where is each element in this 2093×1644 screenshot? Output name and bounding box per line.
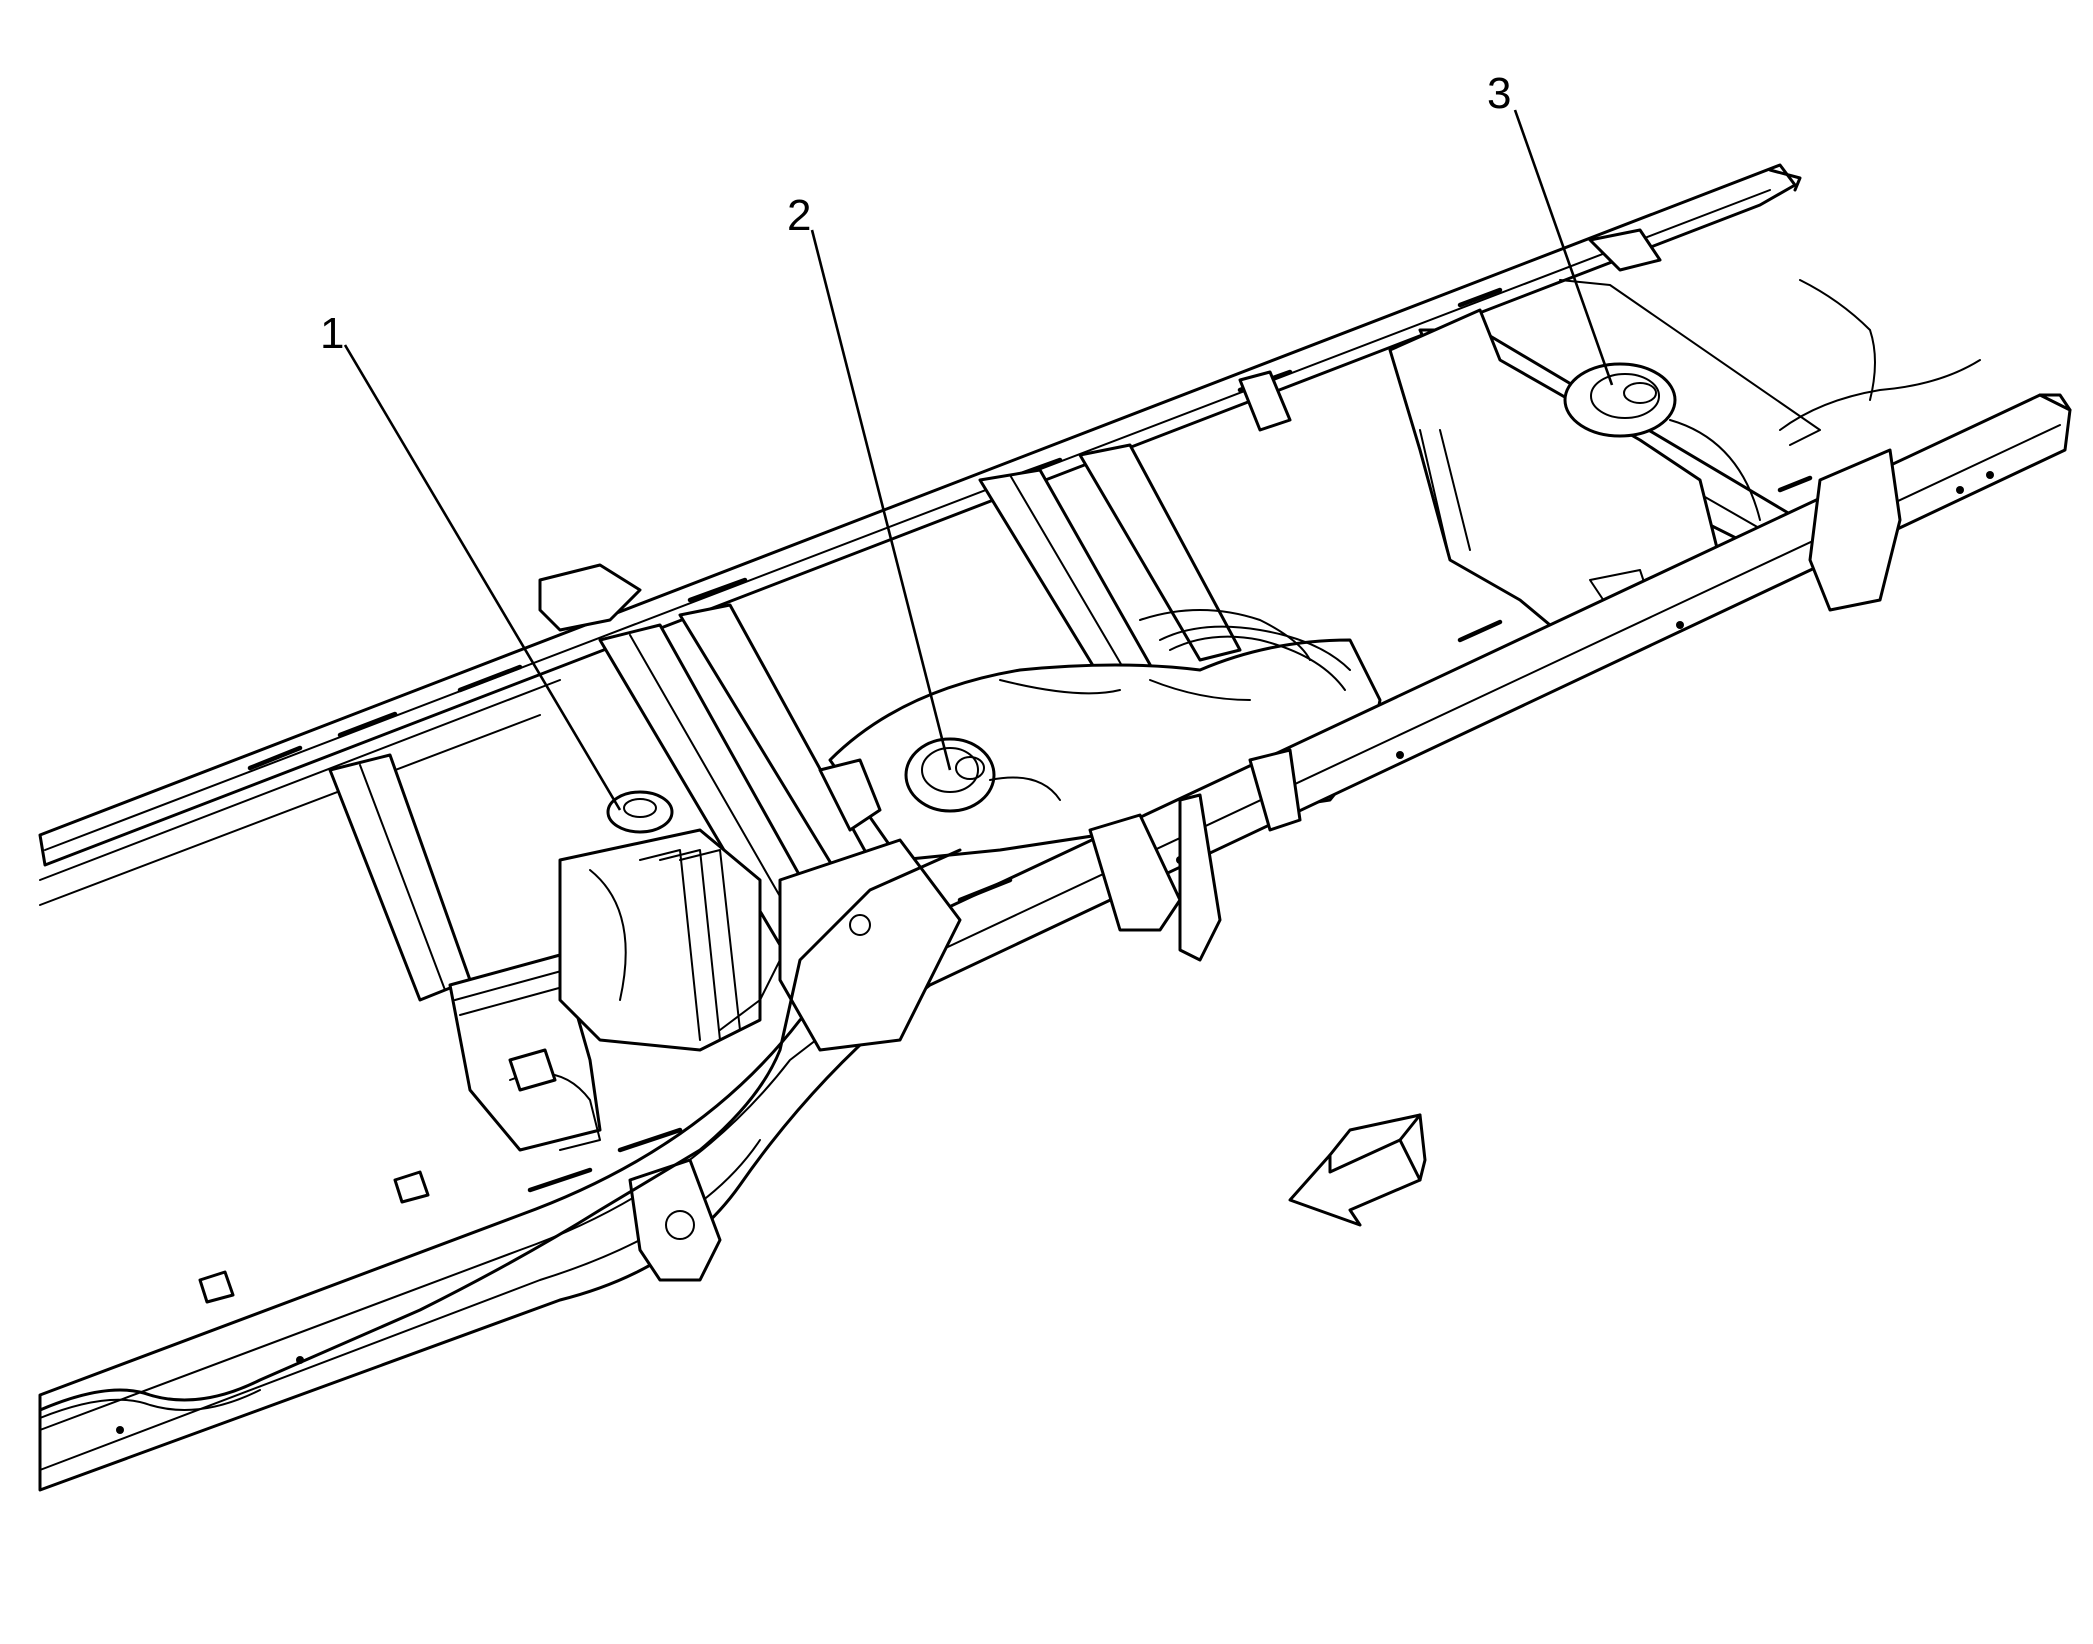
callout-1: 1: [320, 309, 344, 358]
callout-leaders: [343, 109, 1614, 811]
callout-3: 3: [1487, 69, 1511, 118]
cross-member-mid: [978, 443, 1242, 712]
forward-arrow-icon: [1288, 1113, 1427, 1227]
evap-canister: [448, 790, 762, 1152]
cross-member-front: [328, 603, 872, 1002]
callout-2: 2: [787, 191, 811, 240]
callouts: 1 2 3: [320, 69, 1511, 358]
near-side-rail: [38, 228, 2072, 1492]
leader-line-2: [810, 229, 952, 771]
fuel-tank-rear: [1388, 308, 1761, 652]
wiring-harness: [38, 279, 1981, 1419]
leader-line-3: [1513, 109, 1614, 386]
leader-line-1: [343, 344, 622, 811]
